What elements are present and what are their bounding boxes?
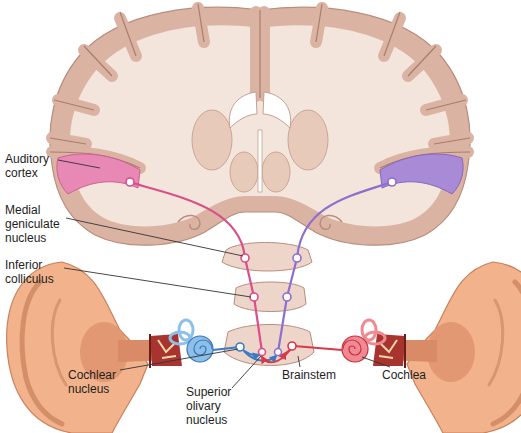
- hippocampus: [320, 215, 342, 229]
- inferior-colliculus-right: [283, 293, 291, 301]
- part-label: Medial geniculate nucleus: [5, 203, 77, 245]
- part-label: Inferior colliculus: [5, 258, 69, 286]
- part-label: Superior olivary nucleus: [186, 385, 242, 427]
- basal-ganglia: [288, 110, 328, 170]
- part-label: Auditory cortex: [5, 152, 63, 180]
- sulcus-line: [384, 12, 470, 144]
- cortex-terminal-left: [126, 178, 134, 186]
- longitudinal-fissure: [259, 10, 260, 98]
- medial-geniculate-right: [293, 254, 301, 262]
- cochlear-nucleus-left: [236, 343, 244, 351]
- right-cochlea: [342, 320, 385, 362]
- sulcus-line: [50, 12, 136, 144]
- semicircular-canal: [170, 332, 190, 344]
- leader-line: [66, 218, 243, 256]
- thalamus: [262, 152, 290, 192]
- leader-lines: [58, 160, 390, 388]
- leader-line: [58, 160, 100, 168]
- inferior-colliculus-left: [250, 293, 258, 301]
- leader-line: [120, 349, 238, 370]
- cochlea-spiral: [343, 340, 361, 355]
- lateral-ventricle: [263, 92, 291, 128]
- brainstem-slice: [224, 325, 314, 366]
- left-cochlea: [170, 320, 213, 362]
- semicircular-canal: [365, 332, 385, 344]
- brain-gray-matter: [50, 7, 470, 245]
- left-ear: [7, 262, 182, 433]
- auditory-nerve-right: [294, 346, 342, 350]
- cortex-terminal-right: [388, 178, 396, 186]
- leader-line: [232, 356, 261, 388]
- third-ventricle: [258, 130, 262, 192]
- basal-ganglia: [192, 110, 232, 170]
- superior-olive-right: [275, 349, 282, 356]
- part-label: Cochlear nucleus: [68, 368, 126, 396]
- lateral-ventricle: [229, 92, 257, 128]
- cochlea-spiral: [194, 340, 212, 355]
- part-label: Brainstem: [282, 368, 336, 382]
- cochlear-nucleus-right: [288, 342, 296, 350]
- left-ascending-pathway: [130, 182, 262, 352]
- cochlea-spiral-body: [187, 336, 213, 362]
- colliculus-slice: [234, 282, 306, 312]
- part-label: Cochlea: [382, 368, 426, 382]
- auditory-cortex-left: [57, 154, 140, 194]
- leader-line: [362, 357, 390, 367]
- thalamus: [230, 152, 258, 192]
- leader-line: [298, 356, 300, 367]
- right-ear: [373, 262, 521, 433]
- right-ascending-pathway: [278, 182, 392, 352]
- auditory-cortex-right: [380, 154, 463, 194]
- leader-line: [64, 268, 251, 297]
- medial-geniculate-left: [241, 254, 249, 262]
- hippocampus: [178, 215, 200, 229]
- superior-olive-left: [259, 349, 266, 356]
